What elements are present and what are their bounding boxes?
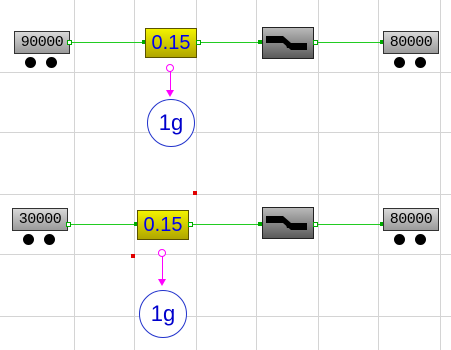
wheel-icon [44,234,55,245]
selection-handle[interactable] [193,191,197,195]
signal-arrow-icon [158,279,166,286]
input-port[interactable] [142,40,146,44]
grid-line [256,0,257,350]
gain-block[interactable]: 0.15 [137,210,189,240]
grid-line [0,72,451,73]
source-cart[interactable]: 30000 [12,208,68,248]
wheel-icon [23,234,34,245]
connection-wire[interactable] [200,42,258,43]
wheel-icon [25,57,36,68]
grid-line [0,194,451,195]
valve-icon[interactable] [262,27,314,59]
output-port[interactable] [66,222,71,227]
grid-line [378,0,379,350]
selection-handle[interactable] [131,254,135,258]
output-port[interactable] [313,222,318,227]
input-port[interactable] [380,222,384,226]
sink-cart[interactable]: 80000 [383,208,439,248]
output-port[interactable] [196,40,201,45]
signal-label-node[interactable]: 1g [147,99,195,147]
signal-label-node[interactable]: 1g [139,290,187,338]
connection-wire[interactable] [316,42,382,43]
wheel-icon [46,57,57,68]
wheel-icon [415,57,426,68]
signal-line[interactable] [170,71,171,92]
input-port[interactable] [258,40,262,44]
signal-arrow-icon [166,90,174,97]
wheel-icon [394,57,405,68]
grid-line [74,0,75,350]
grid-line [196,0,197,350]
output-port[interactable] [67,40,72,45]
output-port[interactable] [313,40,318,45]
signal-line[interactable] [162,256,163,281]
input-port[interactable] [134,222,138,226]
grid-line [0,254,451,255]
sink-value: 80000 [383,31,439,54]
sink-cart[interactable]: 80000 [383,31,439,71]
connection-wire[interactable] [68,224,136,225]
input-port[interactable] [380,40,384,44]
gain-block[interactable]: 0.15 [145,28,197,58]
connection-wire[interactable] [316,224,382,225]
wheel-icon [394,234,405,245]
source-value: 90000 [14,31,70,54]
grid-line [440,0,441,350]
source-cart[interactable]: 90000 [14,31,70,71]
grid-line [0,316,451,317]
valve-icon[interactable] [262,207,314,239]
wheel-icon [415,234,426,245]
output-port[interactable] [188,222,193,227]
source-value: 30000 [12,208,68,231]
grid-line [0,132,451,133]
connection-wire[interactable] [190,224,258,225]
sink-value: 80000 [383,208,439,231]
grid-line [134,0,135,350]
connection-wire[interactable] [68,42,144,43]
grid-line [318,0,319,350]
input-port[interactable] [258,222,262,226]
